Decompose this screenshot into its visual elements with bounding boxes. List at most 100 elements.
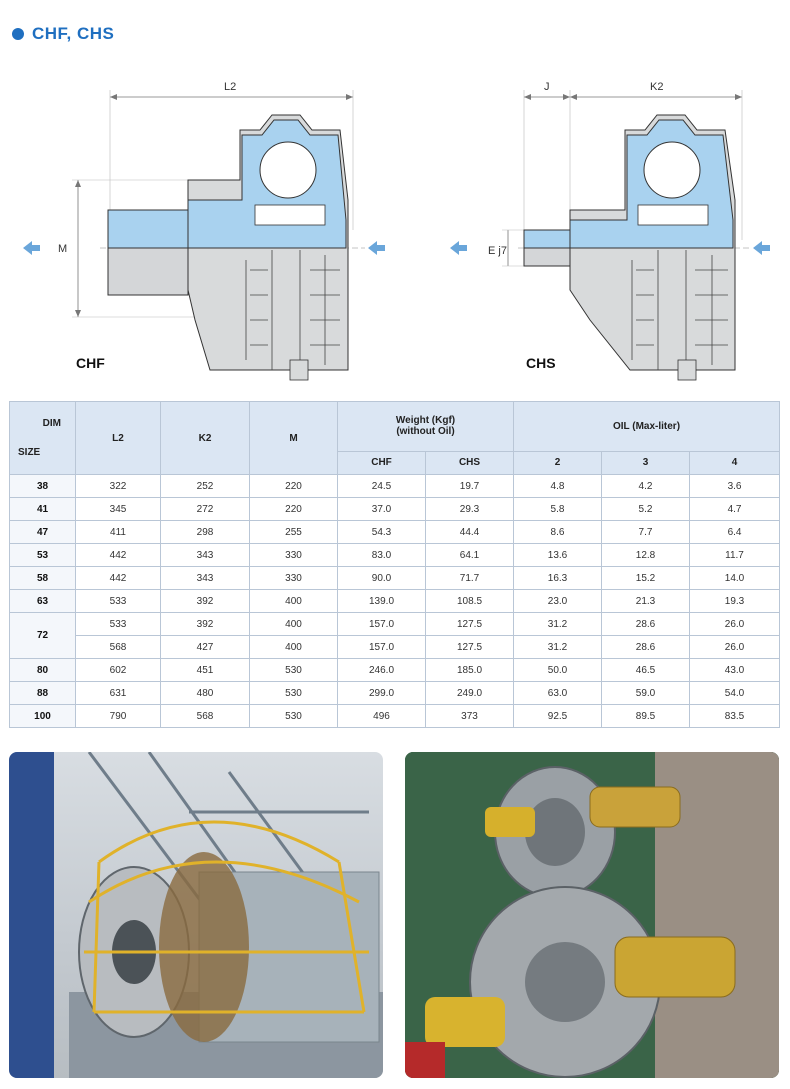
chs-dim-j-label: J: [544, 81, 550, 93]
size-cell: 63: [9, 589, 76, 613]
oil-4-column-header: 4: [688, 450, 781, 476]
o2-cell: 50.0: [513, 658, 602, 682]
chs-cell: 108.5: [425, 589, 514, 613]
o3-cell: 28.6: [601, 612, 690, 636]
o4-cell: 54.0: [688, 681, 781, 705]
chf-cell: 37.0: [337, 497, 426, 521]
couplings-photo: [405, 752, 779, 1078]
chs-cell: 64.1: [425, 543, 514, 567]
size-cell: 100: [9, 704, 76, 728]
chf-drawing: L2 M CHF: [10, 70, 400, 390]
chs-cell: 71.7: [425, 566, 514, 590]
o2-cell: 31.2: [513, 635, 602, 659]
chs-dim-k2-label: K2: [650, 81, 663, 93]
size-cell: 58: [9, 566, 76, 590]
m-cell: 220: [249, 497, 338, 521]
chf-cell: 139.0: [337, 589, 426, 613]
chf-cell: 54.3: [337, 520, 426, 544]
o4-cell: 4.7: [688, 497, 781, 521]
couplings-photo-svg: [405, 752, 779, 1078]
chs-dim-shaft-label: E j7: [488, 245, 507, 257]
m-cell: 530: [249, 681, 338, 705]
chf-cell: 299.0: [337, 681, 426, 705]
l2-cell: 533: [75, 589, 161, 613]
spec-table: DIM SIZE L2 K2 M Weight (Kgf) (without O…: [9, 401, 781, 728]
chs-drawing: J K2 E j7 CHS: [440, 70, 785, 390]
chs-cell: 44.4: [425, 520, 514, 544]
chs-column-header: CHS: [425, 450, 514, 476]
chf-drawing-svg: L2 M CHF: [23, 81, 385, 381]
m-cell: 530: [249, 704, 338, 728]
o3-cell: 28.6: [601, 635, 690, 659]
size-cell: 47: [9, 520, 76, 544]
o3-cell: 5.2: [601, 497, 690, 521]
l2-cell: 631: [75, 681, 161, 705]
k2-cell: 427: [160, 635, 250, 659]
o3-cell: 59.0: [601, 681, 690, 705]
weight-header-line2: (without Oil): [396, 426, 455, 438]
chf-column-header: CHF: [337, 450, 426, 476]
size-cell: 38: [9, 474, 76, 498]
o2-cell: 92.5: [513, 704, 602, 728]
l2-cell: 345: [75, 497, 161, 521]
o2-cell: 23.0: [513, 589, 602, 613]
k2-cell: 480: [160, 681, 250, 705]
chs-drawing-name: CHS: [526, 355, 556, 371]
k2-cell: 252: [160, 474, 250, 498]
m-cell: 400: [249, 612, 338, 636]
k2-cell: 451: [160, 658, 250, 682]
o4-cell: 3.6: [688, 474, 781, 498]
chf-cell: 83.0: [337, 543, 426, 567]
installation-photo: [9, 752, 383, 1078]
o3-cell: 46.5: [601, 658, 690, 682]
o4-cell: 43.0: [688, 658, 781, 682]
weight-group-header: Weight (Kgf) (without Oil): [337, 401, 514, 452]
k2-cell: 298: [160, 520, 250, 544]
chf-cell: 246.0: [337, 658, 426, 682]
o2-cell: 63.0: [513, 681, 602, 705]
m-cell: 330: [249, 566, 338, 590]
m-column-header: M: [249, 401, 338, 475]
oil-3-column-header: 3: [601, 450, 690, 476]
o4-cell: 11.7: [688, 543, 781, 567]
l2-cell: 568: [75, 635, 161, 659]
k2-cell: 343: [160, 566, 250, 590]
chs-cell: 127.5: [425, 612, 514, 636]
l2-cell: 533: [75, 612, 161, 636]
l2-cell: 442: [75, 543, 161, 567]
o2-cell: 8.6: [513, 520, 602, 544]
k2-cell: 392: [160, 612, 250, 636]
chf-drawing-name: CHF: [76, 355, 105, 371]
bullet-icon: [12, 28, 24, 40]
dim-size-corner-header: DIM SIZE: [9, 401, 76, 475]
chf-cell: 157.0: [337, 612, 426, 636]
section-title: CHF, CHS: [32, 24, 115, 43]
size-header-label: SIZE: [18, 447, 41, 458]
chs-right-arrow-icon: [753, 241, 770, 255]
size-cell: 72: [9, 612, 76, 659]
l2-cell: 602: [75, 658, 161, 682]
chf-left-arrow-icon: [23, 241, 40, 255]
o3-cell: 4.2: [601, 474, 690, 498]
l2-cell: 790: [75, 704, 161, 728]
k2-cell: 343: [160, 543, 250, 567]
o4-cell: 19.3: [688, 589, 781, 613]
size-cell: 53: [9, 543, 76, 567]
chf-dim-l2-label: L2: [224, 81, 236, 93]
k2-cell: 568: [160, 704, 250, 728]
o2-cell: 16.3: [513, 566, 602, 590]
chf-cell: 24.5: [337, 474, 426, 498]
o3-cell: 89.5: [601, 704, 690, 728]
